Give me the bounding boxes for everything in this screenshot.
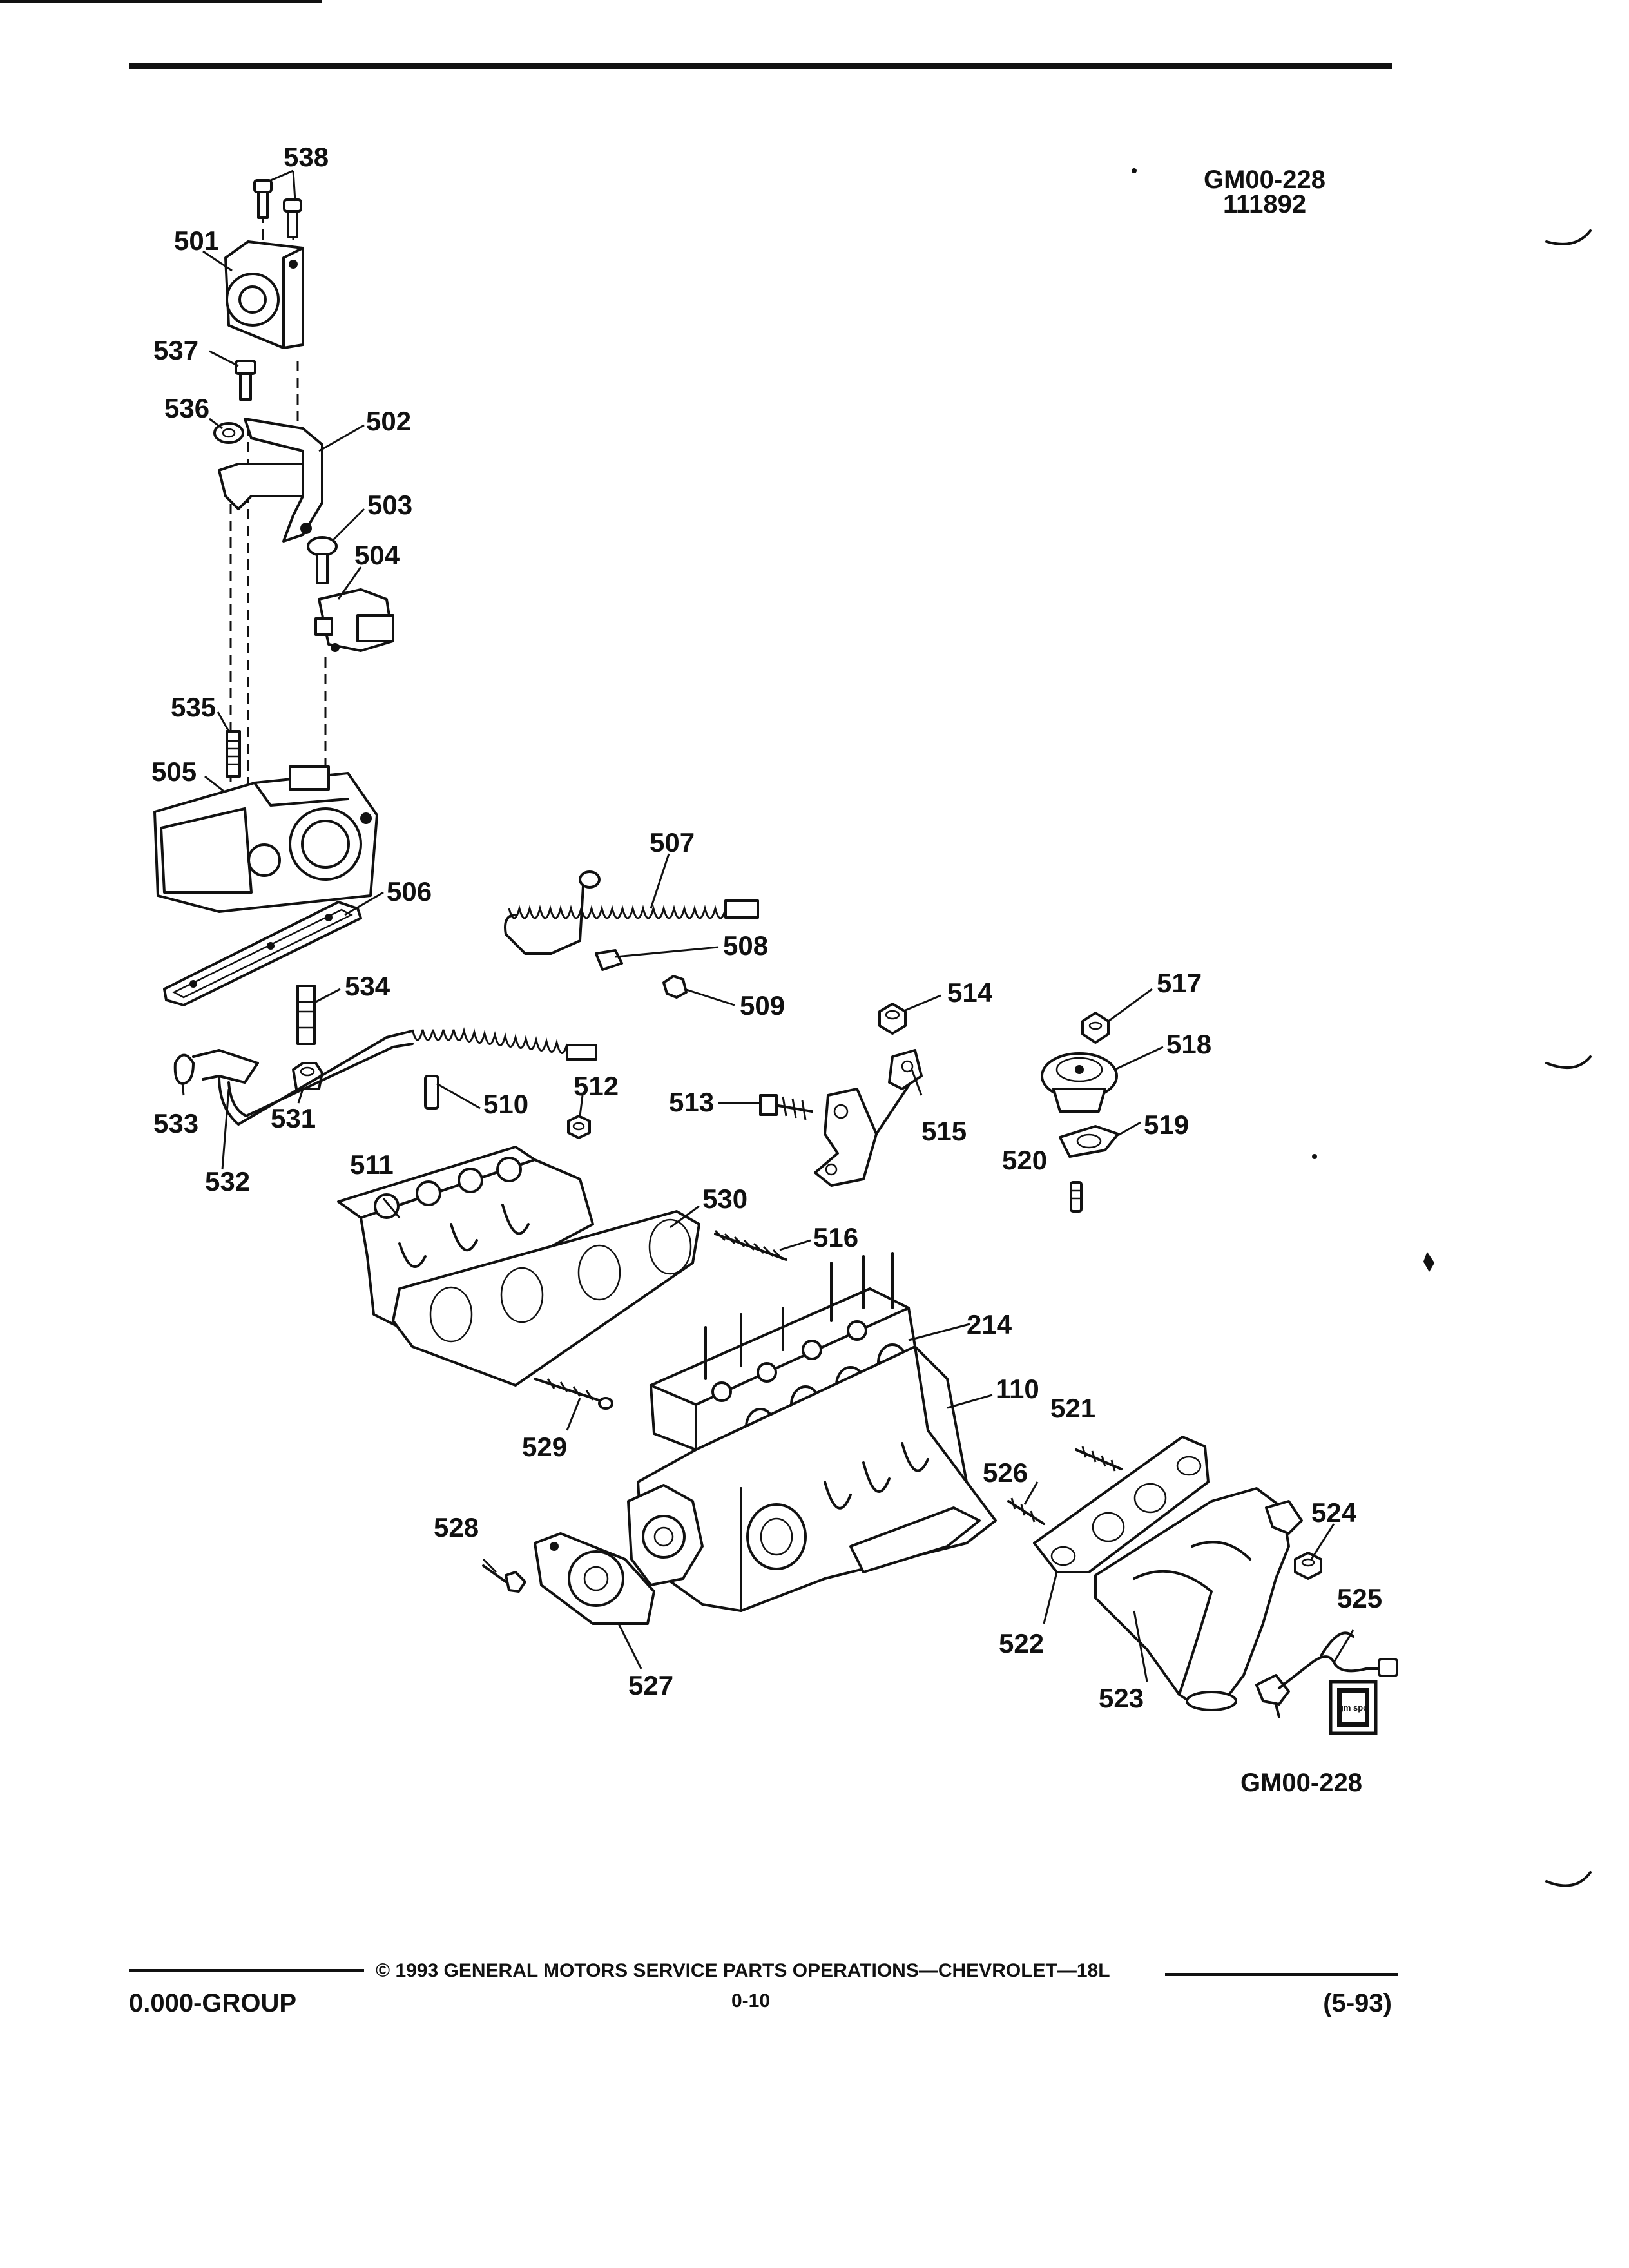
callout-512: 512 <box>574 1071 619 1101</box>
bolt-537 <box>235 360 256 401</box>
bolt-528 <box>482 1564 526 1593</box>
stud-534 <box>296 985 316 1045</box>
footer-rule-left <box>129 1969 364 1972</box>
page-footer: © 1993 GENERAL MOTORS SERVICE PARTS OPER… <box>129 1960 1398 2017</box>
belt-tensioner-527 <box>534 1532 655 1625</box>
header-rule <box>129 63 1392 69</box>
callout-521: 521 <box>1050 1393 1095 1423</box>
callout-514: 514 <box>947 977 993 1008</box>
vacuum-hose-532 <box>173 1027 597 1126</box>
footer-page-number: 0-10 <box>731 1990 770 2012</box>
callout-505: 505 <box>151 756 197 787</box>
callout-529: 529 <box>522 1432 567 1462</box>
footer-revision: (5-93) <box>1323 1989 1392 2017</box>
callout-518: 518 <box>1166 1029 1211 1059</box>
callout-525: 525 <box>1337 1583 1382 1613</box>
callout-510: 510 <box>483 1089 528 1119</box>
callout-523: 523 <box>1099 1683 1144 1713</box>
callout-533: 533 <box>153 1108 198 1139</box>
bolt-538 <box>253 179 302 238</box>
figure-code: GM00-228 <box>1204 166 1325 194</box>
gm-spo-logo: gm spo <box>1329 1680 1378 1735</box>
callout-516: 516 <box>813 1222 858 1253</box>
footer-rule-right <box>1165 1973 1398 1976</box>
bracket-515 <box>814 1049 923 1187</box>
callout-526: 526 <box>983 1457 1028 1488</box>
bolt-503 <box>307 536 338 584</box>
callout-519: 519 <box>1144 1110 1189 1140</box>
callout-509: 509 <box>740 990 785 1021</box>
footer-copyright: © 1993 GENERAL MOTORS SERVICE PARTS OPER… <box>376 1960 1110 1981</box>
engine-assembly <box>627 1252 997 1612</box>
stud-516 <box>714 1229 787 1261</box>
callout-538: 538 <box>284 142 329 172</box>
stud-535 <box>226 730 241 778</box>
callout-517: 517 <box>1157 968 1202 998</box>
gm-spo-logo-text: gm spo <box>1338 1703 1368 1713</box>
gasket-506 <box>163 901 362 1006</box>
throttle-body-505 <box>153 765 378 913</box>
callout-530: 530 <box>702 1184 747 1214</box>
figure-caption-code: GM00-228 <box>1240 1769 1362 1797</box>
callout-501: 501 <box>174 226 219 256</box>
solenoid-504 <box>314 588 394 652</box>
scan-edge-mark <box>0 0 322 3</box>
leader-lines <box>181 169 1354 1682</box>
binder-mark-top <box>1545 229 1592 245</box>
footer-group: 0.000-GROUP <box>129 1989 296 2017</box>
exhaust-gasket-530 <box>392 1210 700 1387</box>
stud-526 <box>1007 1497 1045 1525</box>
callout-531: 531 <box>271 1103 316 1133</box>
nut-517 <box>1081 1012 1110 1044</box>
stud-521 <box>1075 1446 1123 1472</box>
callout-labels: 538 501 537 536 502 503 504 535 505 506 … <box>151 142 1382 1713</box>
callout-532: 532 <box>205 1166 250 1196</box>
nut-524 <box>1294 1552 1322 1580</box>
callout-536: 536 <box>164 393 209 423</box>
callout-110: 110 <box>996 1374 1039 1404</box>
egr-valve-518 <box>1041 1052 1118 1113</box>
binder-mark-middle <box>1545 1055 1592 1069</box>
egr-gasket-519 <box>1059 1125 1119 1158</box>
stud-513 <box>759 1094 813 1120</box>
callout-535: 535 <box>171 692 216 722</box>
cable-bracket-502 <box>218 418 323 543</box>
callout-503: 503 <box>367 490 412 520</box>
dowel-pin-510 <box>424 1075 439 1110</box>
callout-528: 528 <box>434 1512 479 1542</box>
stud-520 <box>1070 1181 1083 1213</box>
callout-522: 522 <box>999 1628 1044 1658</box>
callout-520: 520 <box>1002 1145 1047 1175</box>
stud-529 <box>534 1378 613 1410</box>
callout-214: 214 <box>967 1309 1012 1340</box>
callout-502: 502 <box>366 406 411 436</box>
callout-515: 515 <box>921 1116 967 1146</box>
nut-512 <box>567 1115 591 1139</box>
callout-534: 534 <box>345 971 390 1001</box>
figure-date: 111892 <box>1223 190 1306 218</box>
callout-504: 504 <box>354 540 400 570</box>
egr-tube-507 <box>504 870 759 999</box>
callout-511: 511 <box>350 1149 394 1180</box>
callout-527: 527 <box>628 1670 673 1700</box>
callout-507: 507 <box>650 827 695 858</box>
exploded-parts-diagram: 538 501 537 536 502 503 504 535 505 506 … <box>151 142 1435 1797</box>
binder-mark-bottom <box>1545 1871 1592 1887</box>
callout-524: 524 <box>1311 1497 1357 1528</box>
exhaust-manifold-523 <box>1094 1487 1303 1711</box>
callout-508: 508 <box>723 930 768 961</box>
mounting-bracket-501 <box>224 240 304 349</box>
callout-513: 513 <box>669 1087 714 1117</box>
callout-506: 506 <box>387 876 432 907</box>
nut-514 <box>878 1003 907 1035</box>
callout-537: 537 <box>153 335 198 365</box>
